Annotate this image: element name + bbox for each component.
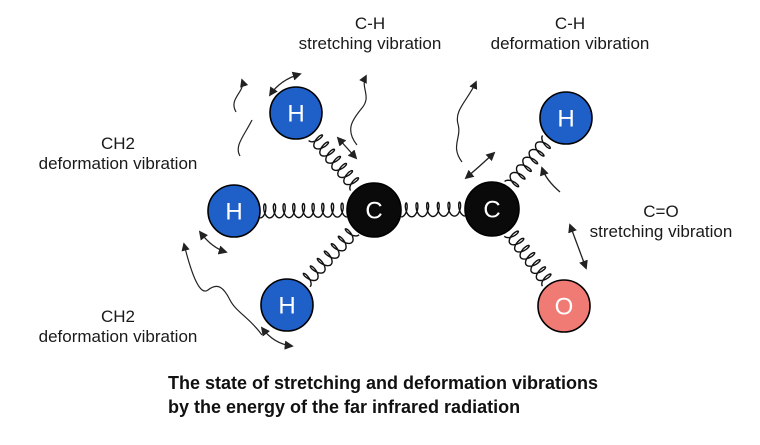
arrow-h1-top	[268, 71, 302, 97]
atom-h4: H	[539, 91, 593, 145]
label-ch-stretch: C-H stretching vibration	[270, 14, 470, 54]
wave-ch-deform	[455, 80, 478, 163]
arrow-co-stretch	[568, 223, 588, 270]
radiation-waves	[181, 74, 478, 336]
label-ch2-bottom-line2: deformation vibration	[38, 327, 198, 346]
spring-h3-c1	[302, 228, 360, 288]
wave-ch2-bottom	[181, 242, 263, 336]
label-ch2-top-line2: deformation vibration	[38, 154, 198, 173]
vibration-arrows	[198, 71, 588, 350]
wave-ch2-top-upper	[233, 78, 249, 113]
svg-text:H: H	[557, 106, 574, 133]
arrow-h2-left	[198, 230, 228, 255]
label-ch-stretch-line1: C-H	[354, 14, 386, 33]
label-ch2-bottom: CH2 deformation vibration	[18, 307, 218, 347]
atom-h2: H	[207, 184, 261, 238]
atom-h1: H	[269, 86, 323, 140]
spring-c2-o	[503, 230, 552, 287]
label-ch-deform-line1: C-H	[554, 14, 586, 33]
atom-c1: C	[346, 182, 402, 238]
svg-text:H: H	[225, 199, 242, 226]
label-co-stretch-line1: C=O	[643, 202, 679, 221]
arrow-ch-stretch	[336, 136, 358, 160]
label-ch-deform: C-H deformation vibration	[465, 14, 675, 54]
caption-line2: by the energy of the far infrared radiat…	[168, 397, 521, 417]
spring-h2-c1	[259, 202, 348, 219]
bond-springs	[259, 134, 552, 288]
label-ch-stretch-line2: stretching vibration	[298, 34, 442, 53]
spring-h1-c1	[308, 134, 360, 191]
arrow-h4-curl	[539, 166, 561, 193]
svg-text:H: H	[278, 293, 295, 320]
caption-line1: The state of stretching and deformation …	[168, 373, 599, 393]
svg-text:H: H	[287, 101, 304, 128]
wave-ch-stretch	[350, 74, 367, 146]
label-ch2-top-line1: CH2	[100, 134, 135, 153]
atom-o: O	[537, 279, 591, 333]
label-co-stretch-line2: stretching vibration	[589, 222, 733, 241]
label-ch2-bottom-line1: CH2	[100, 307, 135, 326]
atom-c2: C	[464, 181, 520, 237]
svg-text:O: O	[555, 294, 574, 321]
svg-text:C: C	[365, 198, 382, 225]
svg-text:C: C	[483, 197, 500, 224]
atom-h3: H	[260, 278, 314, 332]
label-ch-deform-line2: deformation vibration	[490, 34, 650, 53]
label-co-stretch: C=O stretching vibration	[566, 202, 756, 242]
label-ch2-top: CH2 deformation vibration	[18, 134, 218, 174]
spring-h4-c2	[504, 135, 552, 188]
arrow-h3-bottom	[260, 326, 294, 350]
wave-ch2-top	[237, 119, 253, 157]
arrow-ch-deform	[464, 151, 496, 180]
spring-c1-c2	[400, 201, 466, 218]
